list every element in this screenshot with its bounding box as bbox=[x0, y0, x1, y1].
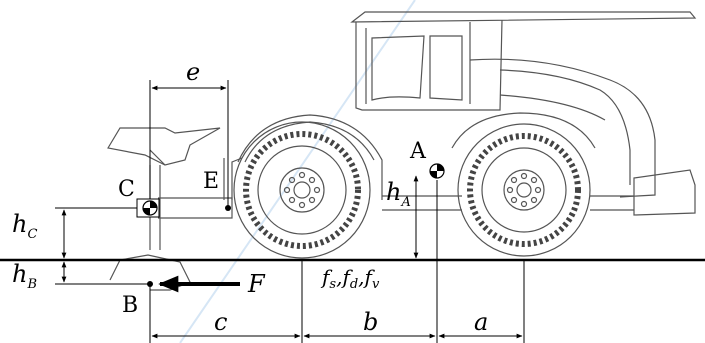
label-force-f: F bbox=[247, 270, 266, 298]
front-weight bbox=[633, 169, 696, 216]
front-tire-outer bbox=[457, 123, 591, 257]
point-markers bbox=[136, 163, 445, 287]
label-point-b: B bbox=[122, 293, 138, 318]
front-tire-tread bbox=[467, 133, 581, 247]
label-comma-1: , bbox=[336, 265, 342, 289]
tractor-body bbox=[107, 11, 697, 291]
front-hub bbox=[503, 169, 545, 211]
label-fd-sub: d bbox=[350, 277, 358, 292]
front-rim bbox=[481, 147, 567, 233]
front-wheel bbox=[457, 123, 591, 257]
label-comma-2: , bbox=[358, 265, 364, 289]
bonnet bbox=[469, 58, 656, 198]
cab-window bbox=[371, 35, 425, 101]
label-hc-sub: C bbox=[27, 227, 37, 242]
label-dim-b: b bbox=[363, 308, 378, 336]
label-point-e: E bbox=[203, 169, 219, 194]
label-hb-sub: B bbox=[26, 277, 37, 292]
label-dim-e: e bbox=[186, 58, 200, 86]
label-point-c: C bbox=[118, 177, 135, 202]
label-hb-h: h bbox=[12, 260, 27, 288]
label-fv-sub: v bbox=[372, 277, 380, 292]
hitch-frame bbox=[158, 197, 233, 219]
front-fender bbox=[451, 112, 596, 149]
rear-rim bbox=[257, 145, 347, 235]
point-b-dot bbox=[147, 281, 153, 287]
upper-mouldboard bbox=[107, 127, 221, 166]
label-ha-h: h bbox=[386, 178, 401, 206]
label-friction-coefficients: fs,fd,fv bbox=[320, 265, 380, 292]
cab-door bbox=[429, 35, 463, 101]
rear-tire-outer bbox=[233, 121, 371, 259]
point-a-marker bbox=[429, 163, 445, 179]
cab-frame bbox=[355, 19, 503, 111]
label-ha: hA bbox=[386, 178, 411, 210]
point-c-marker bbox=[142, 200, 158, 216]
label-ha-sub: A bbox=[400, 195, 410, 210]
label-dim-c: c bbox=[214, 308, 227, 336]
label-fs-sub: s bbox=[329, 277, 336, 292]
point-e-dot bbox=[225, 205, 231, 211]
rear-wheel bbox=[233, 121, 371, 259]
label-point-a: A bbox=[409, 139, 427, 164]
label-hc: hC bbox=[12, 210, 37, 242]
rear-hub bbox=[279, 167, 325, 213]
label-hc-h: h bbox=[12, 210, 27, 238]
dimension-lines bbox=[55, 80, 525, 343]
rear-tire-tread bbox=[243, 131, 361, 249]
cab-roof bbox=[350, 11, 697, 23]
rear-fender bbox=[237, 114, 383, 200]
label-dim-a: a bbox=[474, 308, 488, 336]
label-hb: hB bbox=[12, 260, 37, 292]
